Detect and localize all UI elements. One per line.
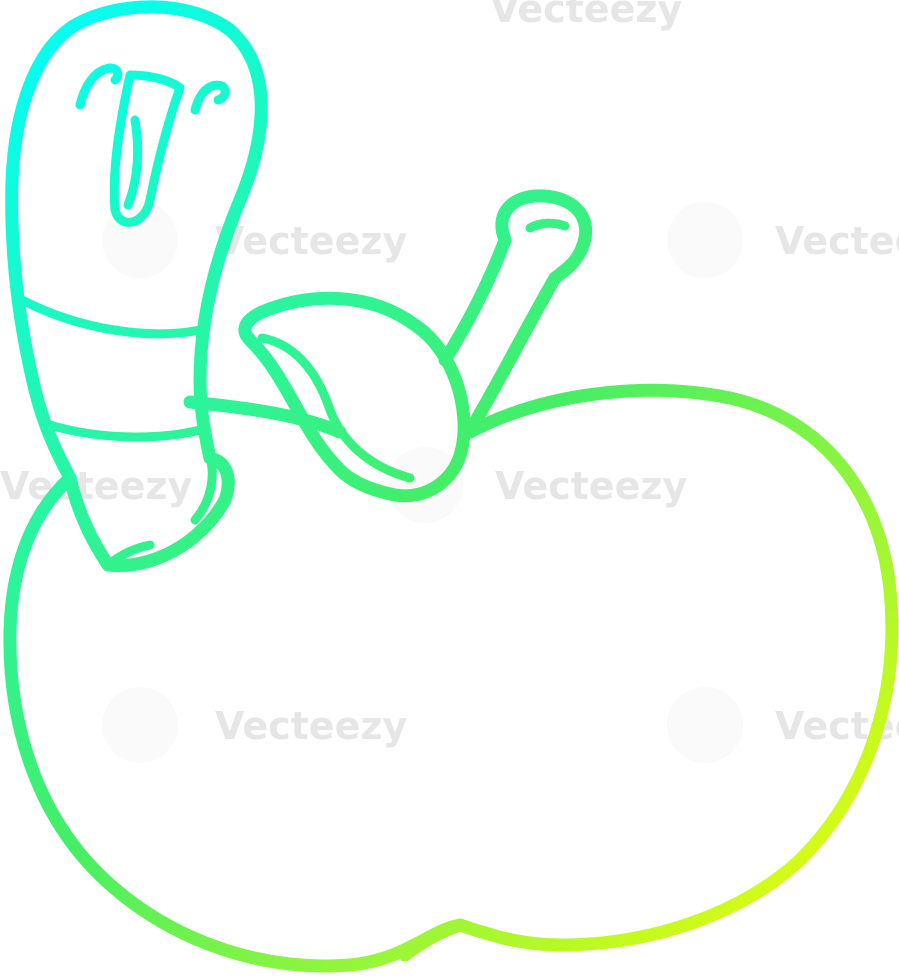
watermark-text: Vecteezy (495, 464, 687, 508)
apple-stem (438, 189, 593, 429)
watermark-text: Vecteezy (775, 219, 899, 263)
watermark-mark: Vecteezy (0, 464, 192, 508)
worm-segment-line (103, 453, 217, 570)
watermark-text: Vecteezy (215, 704, 407, 748)
watermark-mark: Vecteezy (102, 687, 407, 763)
stem-top-detail (525, 218, 570, 233)
watermark-mark: Vecteezy (387, 447, 687, 523)
apple-bottom-crease (398, 918, 467, 962)
watermark-mark: Vecteezy (667, 202, 899, 278)
worm-segment-line (45, 420, 205, 442)
worm-tongue (123, 115, 143, 210)
watermark-mark: Vecteezy (490, 0, 682, 31)
watermark-text: Vecteezy (0, 464, 192, 508)
apple-leaf (238, 291, 471, 503)
worm-segment-line (17, 295, 205, 339)
worm-eye-right (190, 80, 230, 115)
watermark-layer: Vecteezy Vecteezy Vecteezy Vecteezy Vect… (0, 0, 899, 763)
worm-mouth (109, 70, 185, 227)
apple-body (3, 383, 899, 973)
watermark-text: Vecteezy (215, 219, 407, 263)
leaf-vein (257, 333, 415, 483)
worm-eye-left (75, 63, 123, 110)
worm-body (5, 0, 268, 573)
watermark-text: Vecteezy (490, 0, 682, 31)
